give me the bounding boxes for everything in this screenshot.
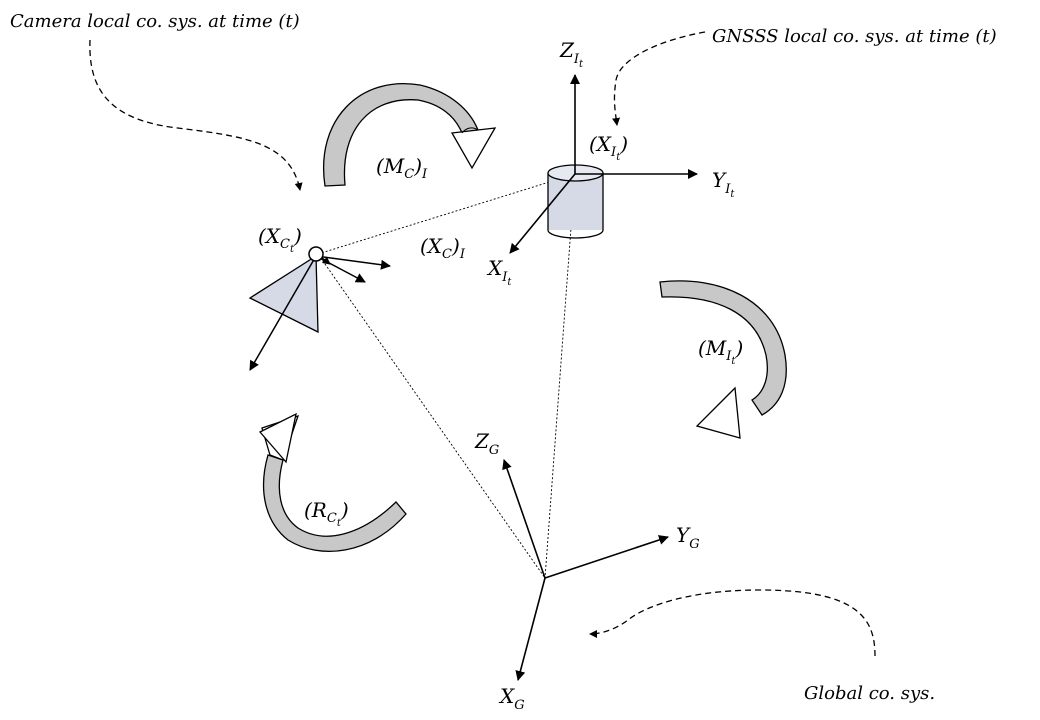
y-it-label: YIt	[712, 168, 735, 200]
r-ct-label: (RCt)	[304, 498, 349, 529]
x-g-label: XG	[498, 684, 525, 713]
x-c-label: (XC)I	[420, 234, 466, 262]
rotation-arrow-rct	[258, 412, 407, 552]
gnss-caption: GNSSS local co. sys. at time (t)	[712, 26, 997, 47]
rotation-arrow-mit	[659, 280, 787, 439]
y-g-label: YG	[676, 523, 700, 552]
z-it-label: ZIt	[559, 38, 584, 70]
x-g-axis	[515, 577, 546, 681]
z-g-label: ZG	[474, 429, 499, 458]
camera-icon	[248, 246, 391, 371]
gnss-receiver-icon	[547, 164, 604, 239]
x-it-axis	[509, 173, 576, 254]
camera-pointer-arrow	[89, 39, 303, 191]
camera-global-link	[317, 253, 546, 579]
y-g-axis	[544, 535, 669, 579]
camera-gnss-link	[317, 173, 576, 255]
rotation-arrow-mc	[323, 83, 497, 187]
z-g-axis	[502, 459, 546, 579]
x-ct-label: (XCt)	[258, 224, 302, 255]
camera-caption: Camera local co. sys. at time (t)	[10, 11, 300, 32]
global-caption: Global co. sys.	[804, 683, 935, 704]
gnss-pointer-arrow	[612, 31, 706, 126]
x-it-position-label: (XIt)	[589, 132, 628, 163]
m-it-label: (MIt)	[698, 336, 743, 367]
x-it-label: XIt	[486, 256, 512, 288]
m-c-label: (MC)I	[376, 154, 428, 182]
gnss-global-link	[544, 173, 576, 579]
global-pointer-arrow	[589, 589, 876, 657]
